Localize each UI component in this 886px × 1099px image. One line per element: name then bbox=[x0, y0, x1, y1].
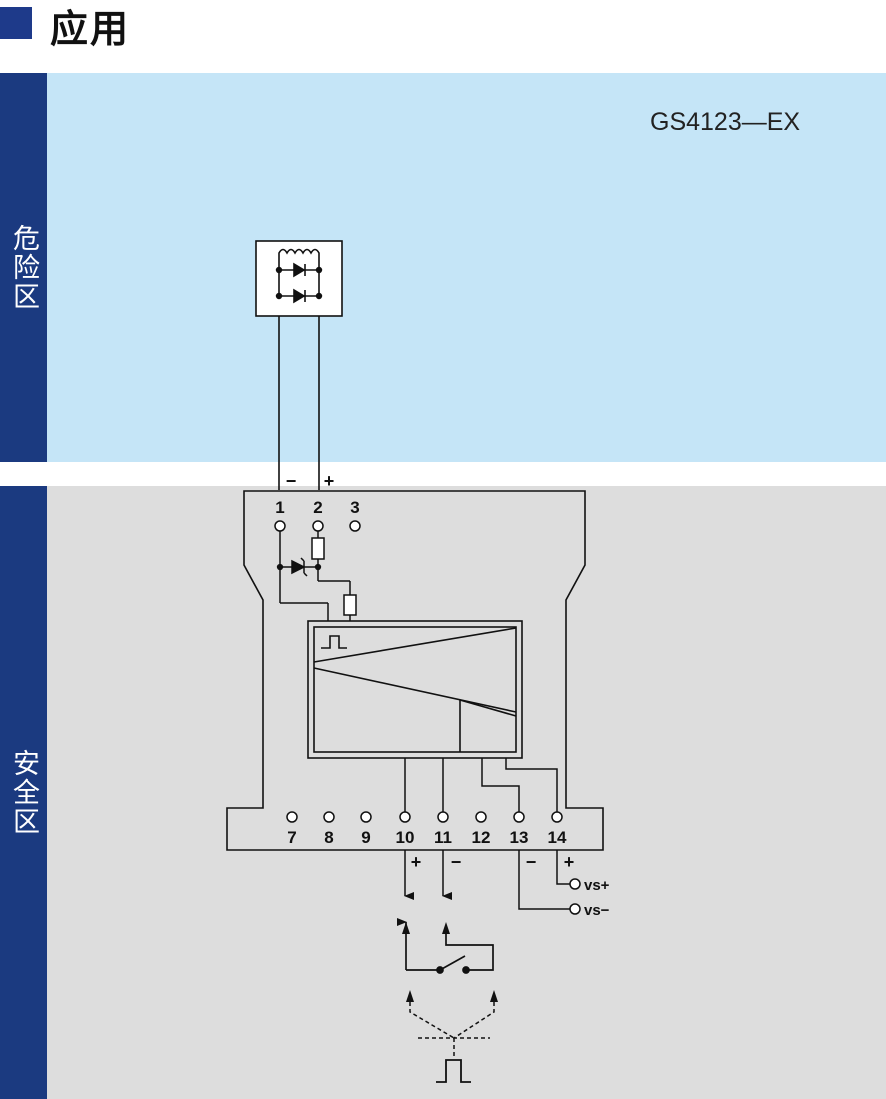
output-wiring bbox=[404, 758, 558, 812]
page-title: 应用 bbox=[50, 7, 131, 51]
sensor-symbol bbox=[255, 240, 343, 317]
terminal-label: 3 bbox=[350, 498, 359, 517]
terminal-label: 9 bbox=[361, 828, 370, 847]
terminal-label: 13 bbox=[510, 828, 529, 847]
terminal-label: 1 bbox=[275, 498, 284, 517]
output-arrows bbox=[404, 850, 452, 900]
hazard-zone-bar: 危险区 bbox=[0, 73, 47, 462]
terminal-label: 11 bbox=[434, 828, 452, 847]
safe-zone-bar: 安全区 bbox=[0, 486, 47, 1099]
linkage-arrow-head bbox=[406, 990, 414, 1002]
polarity-sign: + bbox=[324, 471, 335, 491]
polarity-sign: − bbox=[526, 852, 537, 872]
pulse-signal-icon bbox=[436, 1059, 471, 1083]
switch-arrow-head bbox=[402, 922, 410, 934]
hazard-zone-label: 危险区 bbox=[8, 224, 39, 311]
safe-zone-area bbox=[47, 486, 886, 1099]
linkage-arrow-head bbox=[490, 990, 498, 1002]
polarity-sign: + bbox=[411, 852, 422, 872]
bottom-terminals bbox=[286, 811, 563, 823]
hazard-zone-area bbox=[47, 73, 886, 462]
actuation-linkage bbox=[409, 1002, 495, 1058]
safe-zone-label: 安全区 bbox=[8, 749, 39, 836]
switch-arrow-head bbox=[442, 922, 450, 934]
power-label-vs-plus: vs+ bbox=[584, 877, 610, 894]
device-model: GS4123—EX bbox=[650, 108, 801, 136]
terminal-label: 10 bbox=[396, 828, 415, 847]
terminal-label: 12 bbox=[472, 828, 491, 847]
field-wires bbox=[278, 316, 320, 490]
module-block bbox=[307, 620, 523, 759]
polarity-sign: + bbox=[564, 852, 575, 872]
input-circuit bbox=[276, 531, 357, 621]
power-wiring bbox=[518, 850, 581, 915]
title-square-icon bbox=[0, 7, 32, 39]
switch-symbol bbox=[397, 918, 494, 974]
device-housing bbox=[226, 490, 604, 851]
power-label-vs-minus: vs− bbox=[584, 902, 610, 919]
terminal-label: 2 bbox=[313, 498, 322, 517]
terminal-label: 14 bbox=[548, 828, 567, 847]
top-terminals bbox=[274, 520, 361, 532]
polarity-sign: − bbox=[451, 852, 462, 872]
terminal-label: 8 bbox=[324, 828, 333, 847]
polarity-sign: − bbox=[286, 471, 297, 491]
terminal-label: 7 bbox=[287, 828, 296, 847]
